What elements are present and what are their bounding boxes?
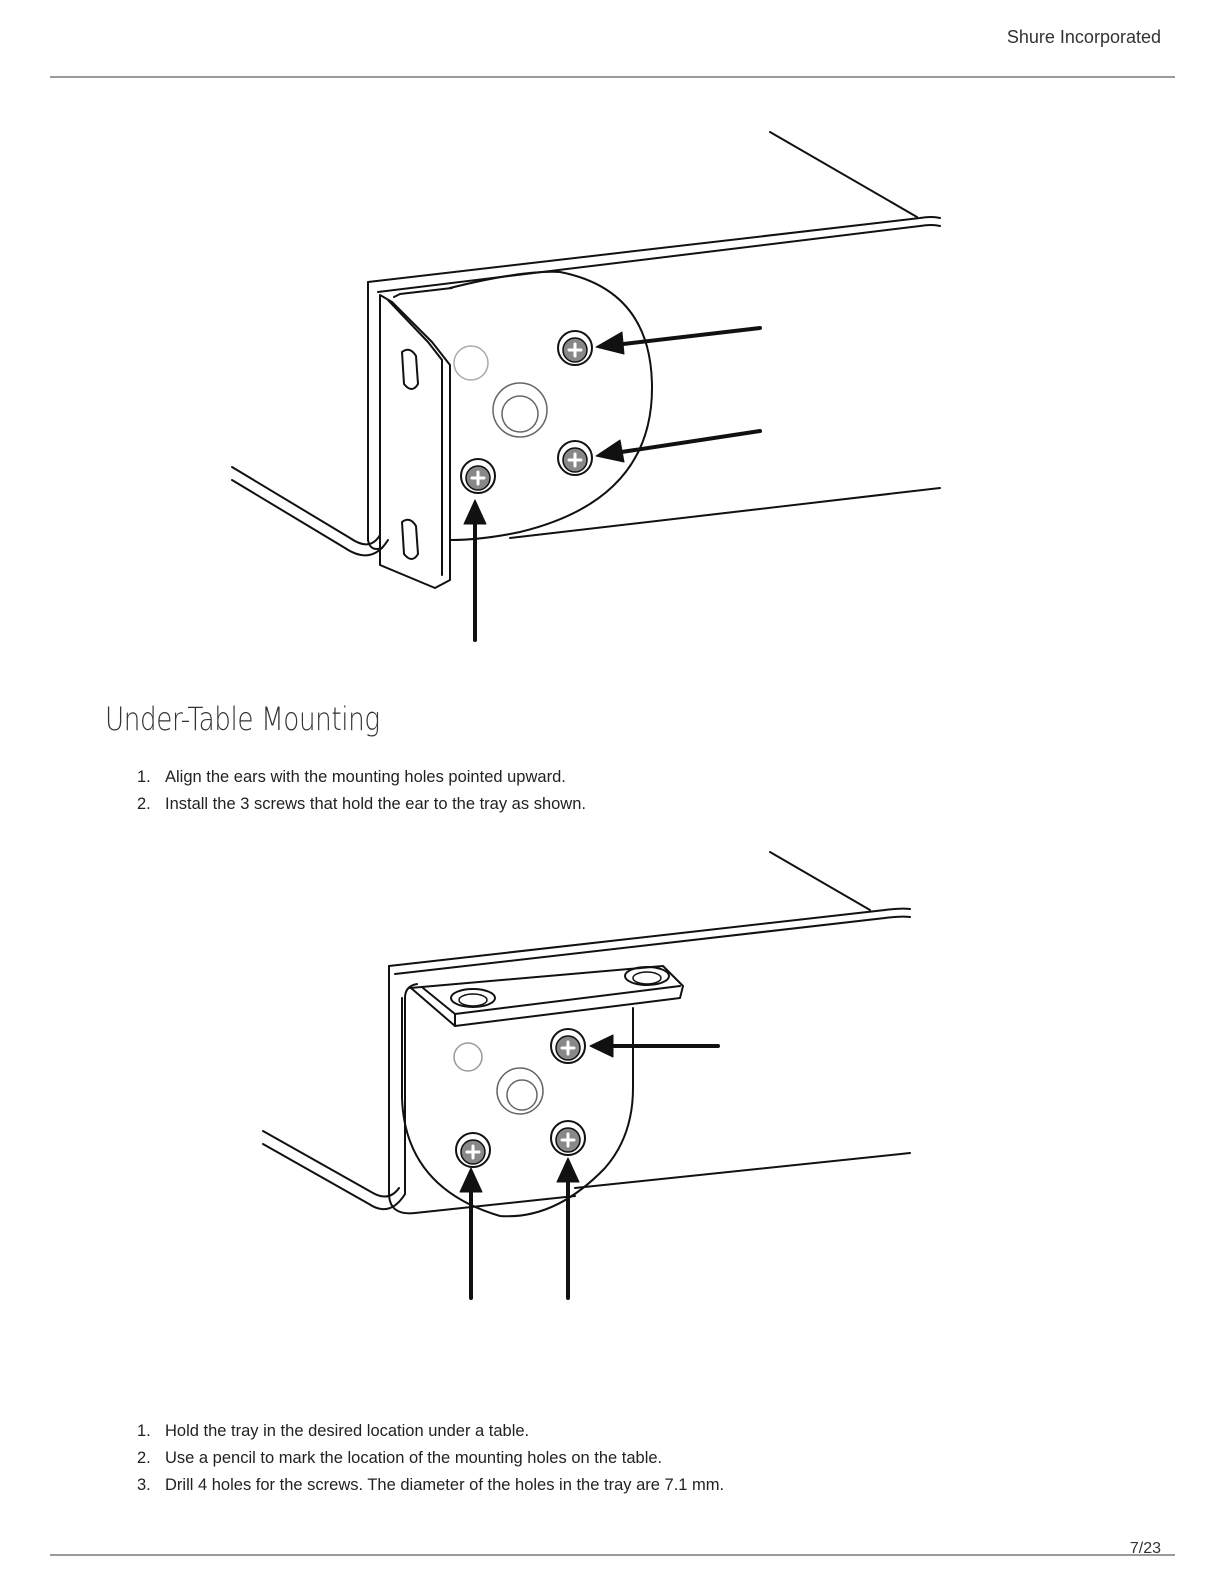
step-number: 2.	[137, 795, 151, 813]
rack-ear-screws-illustration	[220, 120, 960, 645]
step-number: 1.	[137, 768, 151, 786]
under-table-ear-screws-illustration	[255, 848, 920, 1308]
step-number: 1.	[137, 1422, 151, 1440]
screw-top-right	[557, 330, 593, 366]
step-text: Hold the tray in the desired location un…	[165, 1422, 530, 1440]
list-item: 2. Use a pencil to mark the location of t…	[137, 1445, 724, 1472]
screw-bottom-left	[460, 458, 496, 494]
list-item: 1. Align the ears with the mounting holes…	[137, 764, 586, 791]
step-text: Use a pencil to mark the location of the…	[165, 1449, 663, 1467]
page-number: 7/23	[1129, 1540, 1161, 1557]
header-company: Shure Incorporated	[1006, 27, 1161, 47]
list-item: 1. Hold the tray in the desired location …	[137, 1418, 724, 1445]
step-text: Align the ears with the mounting holes p…	[165, 768, 566, 786]
list-item: 3. Drill 4 holes for the screws. The diam…	[137, 1472, 724, 1499]
screw-bottom-right	[557, 440, 593, 476]
table-mounting-steps: 1. Hold the tray in the desired location …	[137, 1418, 724, 1499]
step-number: 3.	[137, 1476, 151, 1494]
screw-bottom-right	[550, 1120, 586, 1156]
footer-rule	[50, 1554, 1175, 1556]
ear-installation-steps: 1. Align the ears with the mounting holes…	[137, 764, 586, 818]
section-title: Under-Table Mounting	[105, 700, 380, 738]
screw-top-right	[550, 1028, 586, 1064]
step-text: Drill 4 holes for the screws. The diamet…	[165, 1476, 725, 1494]
screw-bottom-left	[455, 1132, 491, 1168]
header-rule	[50, 76, 1175, 78]
step-text: Install the 3 screws that hold the ear t…	[165, 795, 586, 813]
list-item: 2. Install the 3 screws that hold the ear…	[137, 791, 586, 818]
step-number: 2.	[137, 1449, 151, 1467]
